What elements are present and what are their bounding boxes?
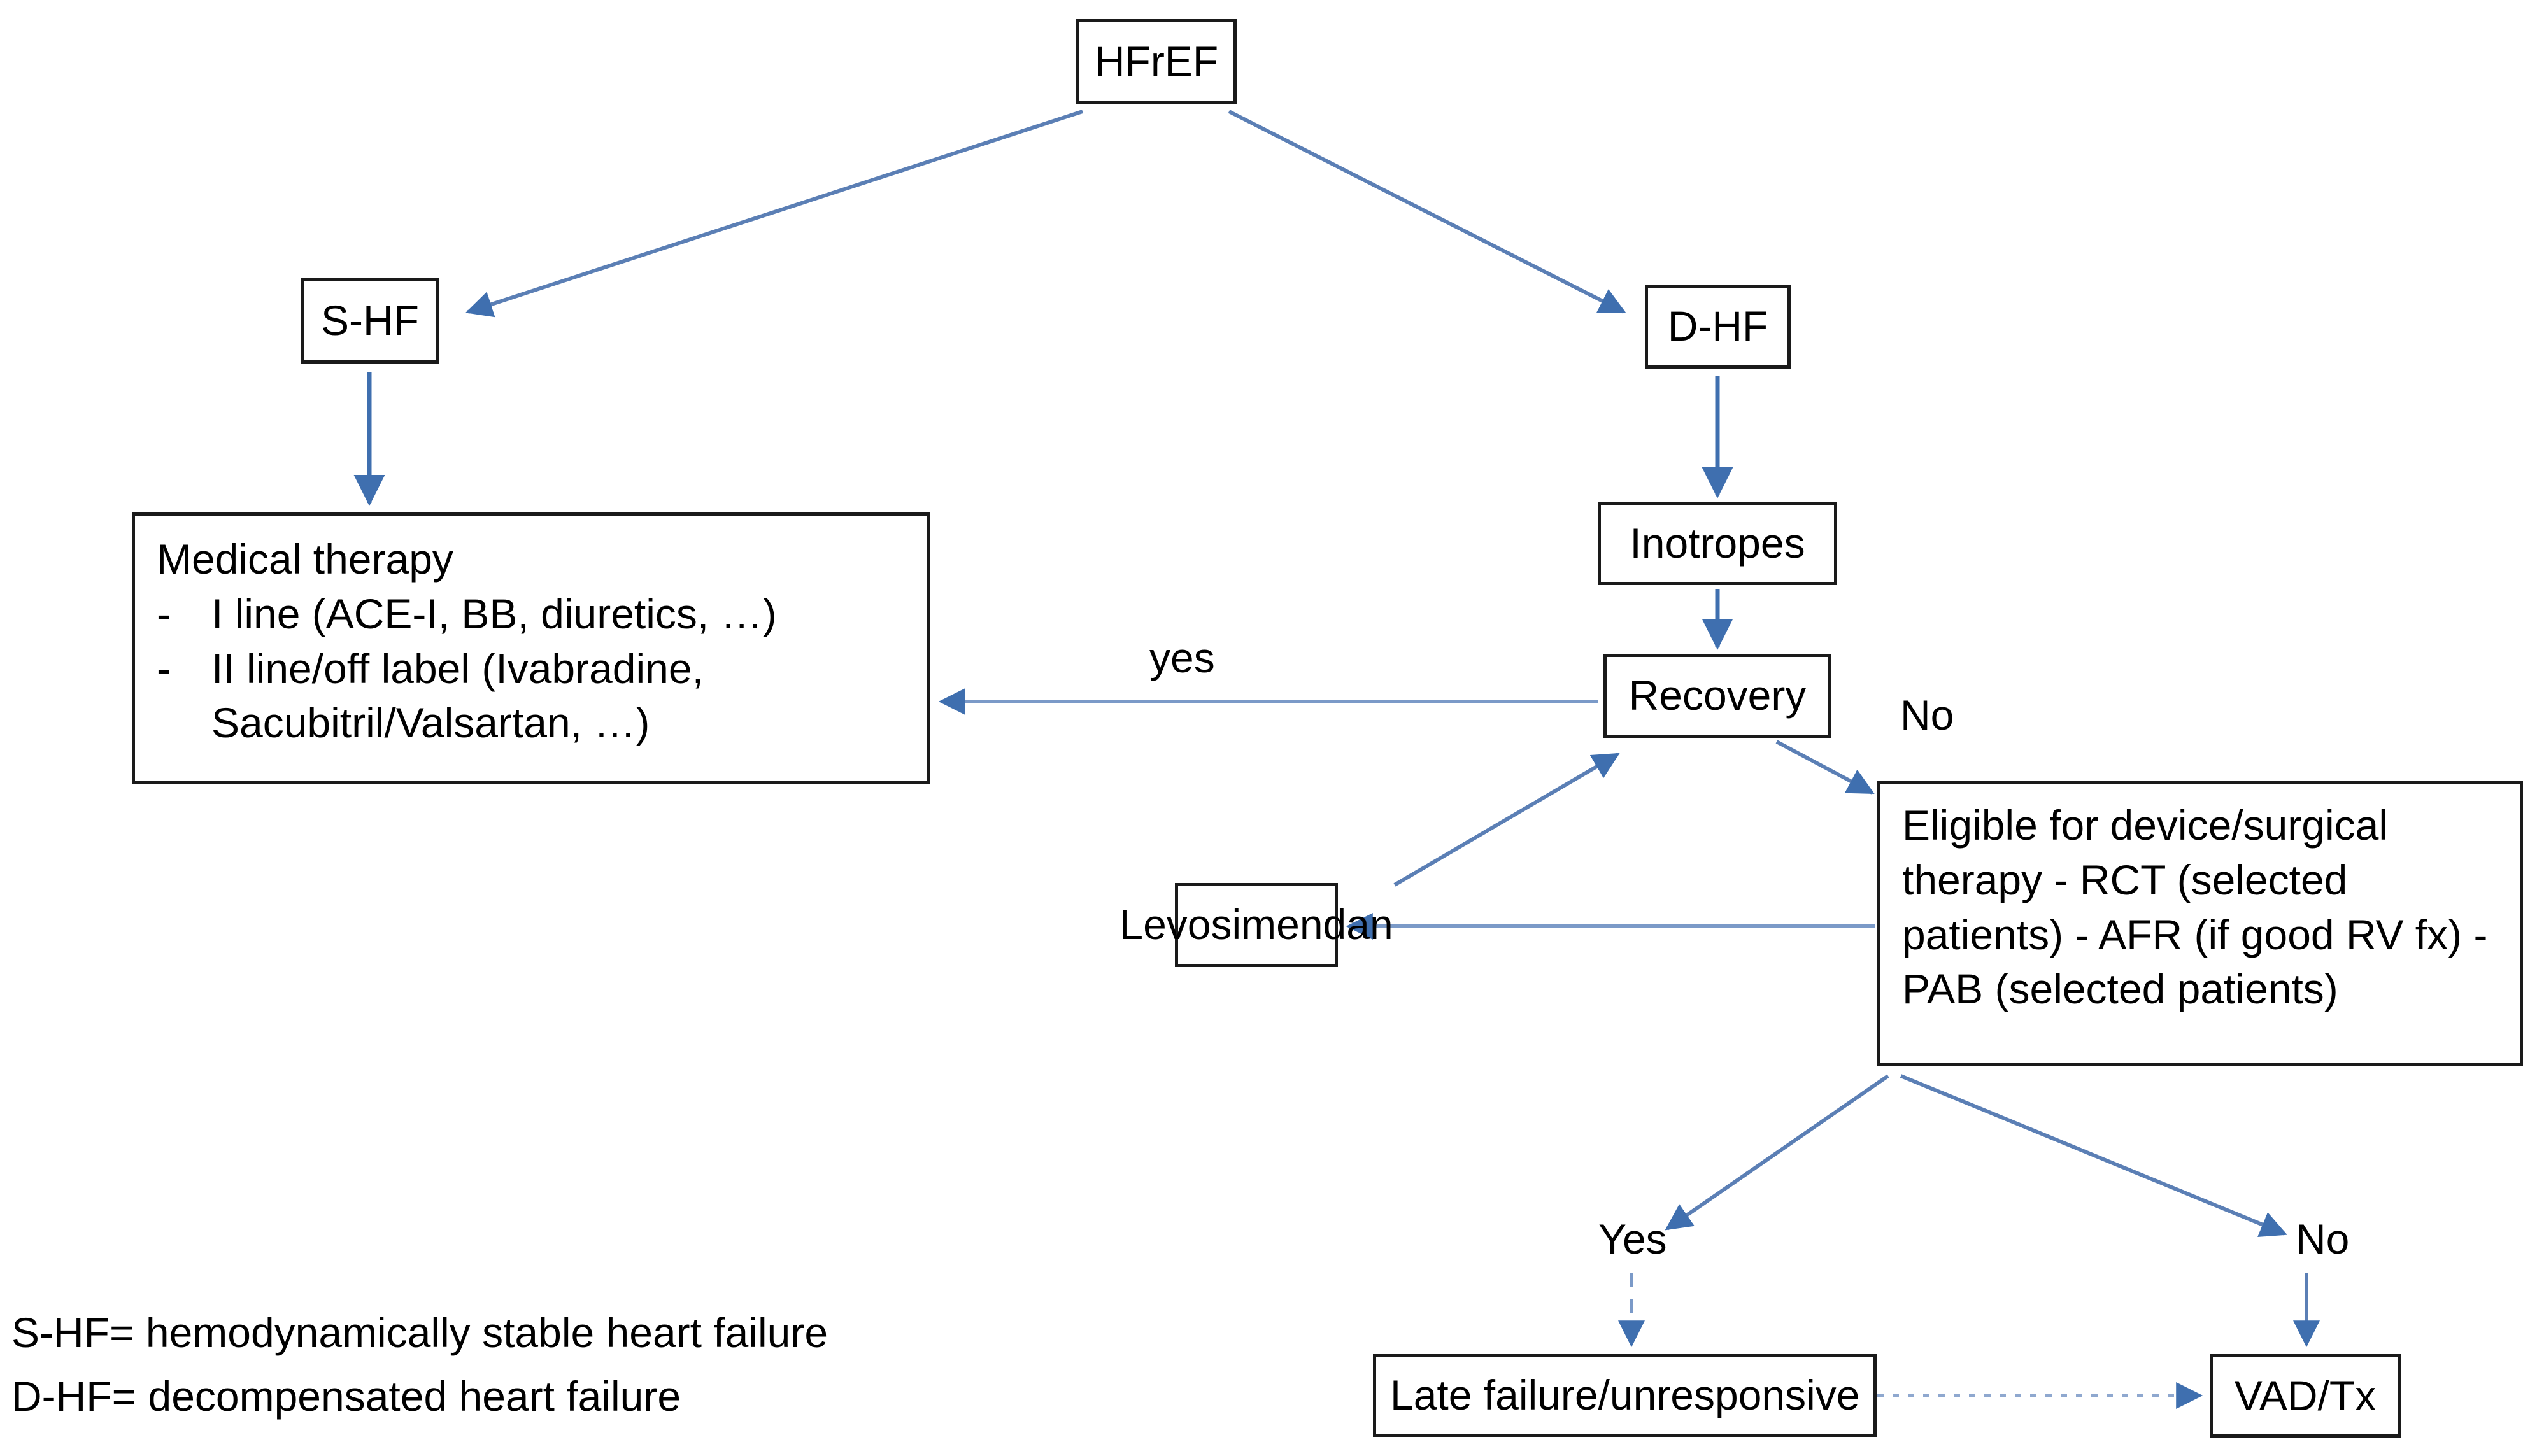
eligible-bullet-pab: - PAB (selected patients) — [1902, 910, 2488, 1013]
node-recovery-label: Recovery — [1628, 672, 1807, 719]
bullet-text: II line/off label (Ivabradine, Sacubitri… — [211, 644, 704, 747]
node-shf-label: S-HF — [321, 297, 419, 344]
node-hfref[interactable]: HFrEF — [1076, 19, 1237, 104]
node-recovery[interactable]: Recovery — [1603, 654, 1831, 738]
edge-eligible-to-no — [1900, 1074, 2287, 1238]
node-dhf[interactable]: D-HF — [1645, 285, 1791, 369]
node-vad-tx-label: VAD/Tx — [2234, 1371, 2377, 1419]
eligible-bullet-afr: - AFR (if good RV fx) — [2075, 910, 2462, 958]
medical-therapy-title: Medical therapy — [157, 535, 453, 583]
node-hfref-label: HFrEF — [1094, 37, 1219, 85]
edge-label-recovery-yes: yes — [1149, 634, 1215, 681]
node-shf[interactable]: S-HF — [301, 278, 439, 364]
node-late-failure-label: Late failure/unresponsive — [1390, 1371, 1860, 1419]
legend-shf: S-HF= hemodynamically stable heart failu… — [11, 1309, 828, 1356]
bullet-text: I line (ACE-I, BB, diuretics, …) — [211, 590, 777, 637]
node-dhf-label: D-HF — [1667, 302, 1768, 350]
node-late-failure-unresponsive[interactable]: Late failure/unresponsive — [1373, 1354, 1877, 1437]
node-inotropes-label: Inotropes — [1630, 519, 1805, 567]
bullet-marker: - — [157, 590, 171, 637]
legend-dhf: D-HF= decompensated heart failure — [11, 1373, 681, 1420]
eligible-title-line-2: therapy — [1902, 856, 2043, 903]
edge-eligible-to-yes — [1665, 1074, 1889, 1231]
medical-therapy-bullet-1: - I line (ACE-I, BB, diuretics, …) — [157, 587, 907, 642]
node-levosimendan[interactable]: Levosimendan — [1119, 883, 1393, 967]
node-eligible-device-surgical-therapy[interactable]: Eligible for device/surgical therapy - R… — [1877, 781, 2523, 1066]
edge-label-recovery-no: No — [1900, 691, 1954, 739]
edge-label-eligible-yes: Yes — [1598, 1215, 1667, 1262]
node-inotropes[interactable]: Inotropes — [1598, 502, 1837, 585]
eligible-bullet-rct: - RCT (selected patients) — [1902, 856, 2348, 958]
node-medical-therapy[interactable]: Medical therapy - I line (ACE-I, BB, diu… — [132, 512, 930, 784]
medical-therapy-bullet-2: - II line/off label (Ivabradine, Sacubit… — [157, 642, 907, 751]
bullet-marker: - — [157, 644, 171, 692]
node-vad-tx[interactable]: VAD/Tx — [2210, 1354, 2401, 1438]
edge-recovery-to-eligible-no — [1775, 740, 1875, 795]
node-levosimendan-label: Levosimendan — [1119, 901, 1393, 949]
edge-hfref-to-dhf — [1228, 110, 1626, 314]
eligible-title-line-1: Eligible for device/surgical — [1902, 802, 2389, 849]
edge-label-eligible-no: No — [2296, 1215, 2350, 1262]
edge-levosimendan-to-recovery — [1393, 753, 1620, 887]
edge-hfref-to-shf — [465, 110, 1083, 318]
